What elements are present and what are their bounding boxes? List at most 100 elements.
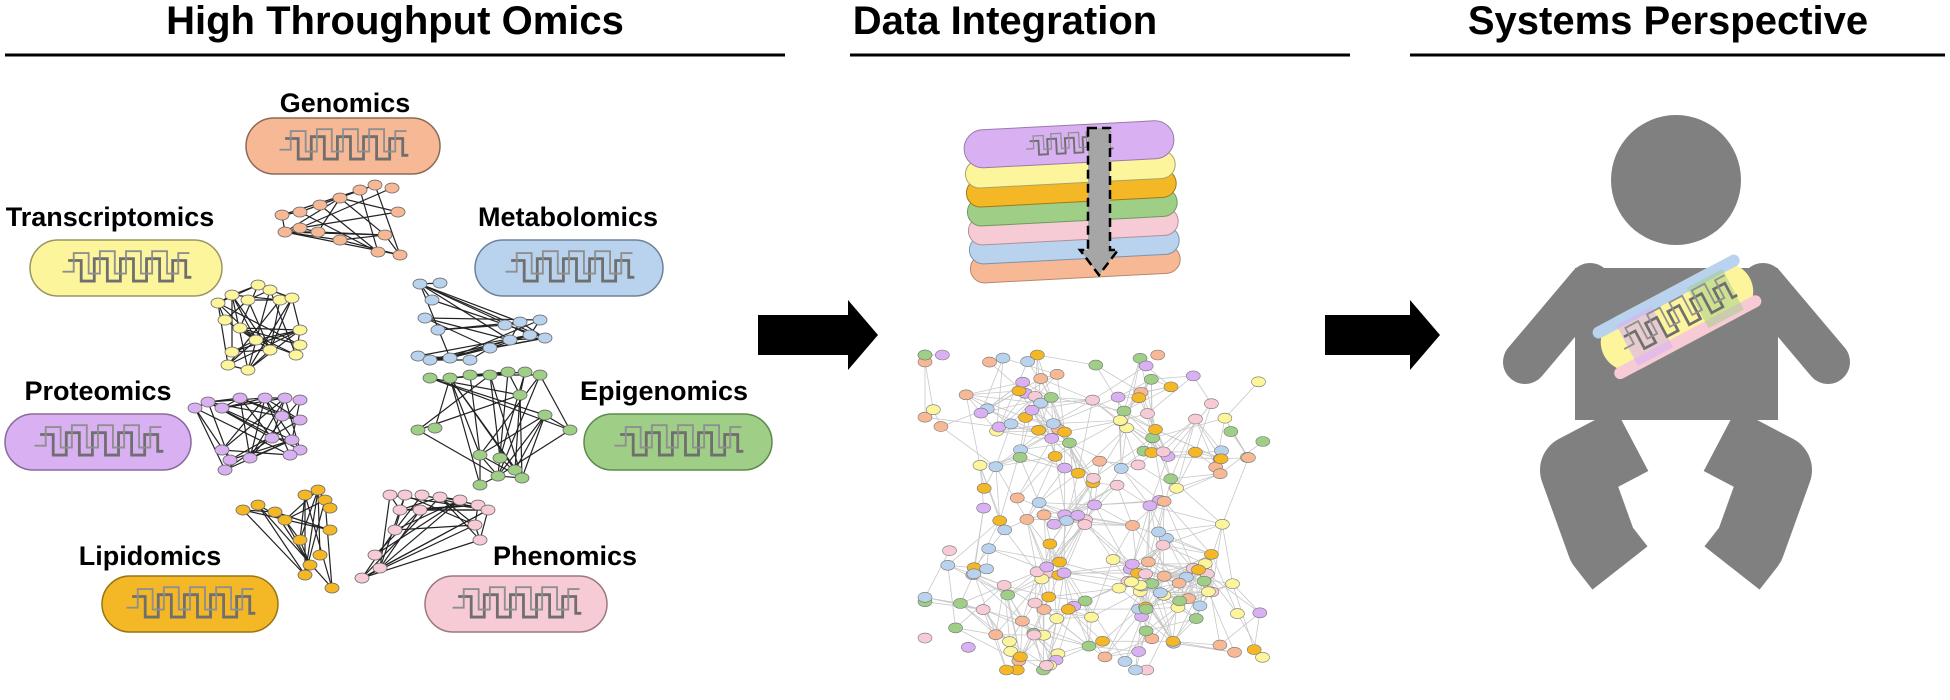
network-node [1092,455,1107,467]
network-node [302,559,318,571]
network-edge [1077,399,1093,474]
network-node [472,479,488,491]
network-edge [249,397,266,459]
network-node [1163,381,1179,393]
network-edge [960,585,1005,604]
network-node [262,284,278,296]
network-node [917,411,933,423]
label-phenomics: Phenomics [493,541,637,571]
network-node [392,249,408,261]
network-edge [217,302,257,341]
network-node [1088,359,1104,371]
network-node [1036,509,1052,521]
network-node [222,454,238,466]
network-edge [521,414,546,479]
network-node [532,369,548,381]
network-node [1124,576,1139,588]
network-node [284,434,300,446]
mitochondrion-icon [474,239,664,297]
network-node [242,452,258,464]
network-edge [1166,537,1194,569]
network-node [1192,600,1208,612]
network-edge [374,184,401,256]
label-transcriptomics: Transcriptomics [6,202,215,232]
network-edge [419,283,511,341]
network-edge [1192,568,1201,606]
network-node [1042,538,1058,550]
network-edge [1007,594,1021,657]
network-node [1255,651,1270,663]
network-node [288,349,304,361]
mitochondrion-icon [424,575,608,633]
network-node [981,543,996,554]
network-node [925,404,941,416]
network-node [1013,651,1028,663]
network-edge [239,327,301,331]
network-edge [1022,620,1057,661]
network-edge [1067,609,1106,658]
network-edge [1146,607,1179,671]
network-edge [1069,442,1079,516]
label-genomics: Genomics [280,88,411,118]
network-node [1024,404,1040,416]
network-node [1116,405,1132,417]
network-node [1151,526,1166,538]
network-edge [1147,375,1194,414]
network-node [1171,577,1187,589]
network-edge [1152,417,1225,439]
network-node [996,580,1012,591]
network-edge [1077,427,1127,474]
network-edge [1088,645,1139,653]
network-node [1131,392,1147,404]
network-node [997,524,1013,536]
network-edge [1137,418,1196,466]
network-node [264,432,280,444]
network-node [1138,360,1154,372]
network-node [430,324,446,336]
network-node [1212,639,1228,651]
network-node [382,489,398,501]
network-edge [291,297,301,331]
network-edge [1163,501,1212,555]
network-node [497,319,513,331]
network-node [312,199,328,211]
network-edge [1063,572,1075,607]
network-edge [998,361,1029,428]
network-node [562,424,578,436]
network-node [232,322,248,334]
network-edge [269,297,293,351]
network-node [310,226,326,238]
network-edge [514,414,546,471]
network-edge [924,550,950,598]
network-edge [1051,438,1094,479]
network-node [982,356,997,368]
integrated-network [917,349,1271,676]
network-node [1153,587,1168,599]
network-node [1009,492,1025,504]
network-node [324,582,340,594]
network-node [1204,549,1219,560]
network-edge [1064,420,1121,433]
network-edge [519,394,523,479]
network-edge [995,634,1007,671]
network-node [935,349,950,361]
network-edge [229,439,293,461]
network-node [480,504,496,516]
network-node [267,506,283,518]
network-node [292,339,308,351]
network-edge [394,494,423,531]
network-node [274,410,290,422]
network-edge [434,377,451,429]
network-node [1138,603,1154,615]
network-node [284,292,300,304]
network-edge [324,499,333,589]
network-edge [1026,519,1048,568]
network-node [387,524,403,536]
network-node [452,494,468,506]
network-node [332,192,348,204]
network-node [1039,561,1055,573]
network-node [277,514,293,526]
network-node [292,324,308,336]
network-edge [1170,418,1196,480]
network-node [1163,473,1179,485]
